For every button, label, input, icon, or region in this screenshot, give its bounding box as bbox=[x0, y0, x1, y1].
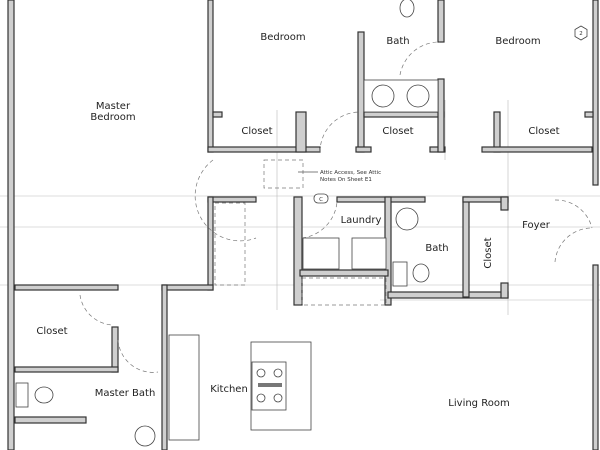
detail-tag: 2 bbox=[574, 25, 588, 41]
sink-icon bbox=[134, 425, 156, 447]
label-bedroom: Bedroom bbox=[495, 36, 540, 47]
label-living-room: Living Room bbox=[448, 398, 509, 409]
label-closet: Closet bbox=[382, 126, 413, 137]
label-bath: Bath bbox=[386, 36, 409, 47]
svg-text:2: 2 bbox=[579, 31, 583, 37]
room-labels: Bedroom Bath Bedroom Master Bedroom Clos… bbox=[36, 32, 559, 409]
attic-note-line1: Attic Access, See Attic bbox=[320, 170, 381, 176]
toilet-icon bbox=[34, 386, 54, 404]
walls bbox=[7, 0, 599, 450]
label-closet: Closet bbox=[483, 237, 494, 268]
toilet-tank bbox=[392, 261, 408, 287]
washer bbox=[302, 237, 340, 270]
door-swings bbox=[79, 41, 593, 373]
label-kitchen: Kitchen bbox=[210, 384, 248, 395]
toilet-icon bbox=[399, 0, 415, 18]
label-laundry: Laundry bbox=[341, 215, 382, 226]
toilet-tank bbox=[15, 382, 29, 408]
attic-access-hatch bbox=[263, 159, 304, 189]
label-bath: Bath bbox=[425, 243, 448, 254]
svg-text:C: C bbox=[319, 197, 323, 203]
fixtures bbox=[15, 0, 439, 447]
sink-icon bbox=[371, 84, 395, 108]
sink-icon bbox=[406, 84, 430, 108]
dryer bbox=[351, 237, 387, 270]
label-master-bedroom: Bedroom bbox=[90, 112, 135, 123]
laundry-shelf bbox=[301, 277, 387, 306]
label-foyer: Foyer bbox=[522, 220, 551, 231]
label-master-bedroom: Master bbox=[96, 101, 131, 112]
label-bedroom: Bedroom bbox=[260, 32, 305, 43]
label-master-bath: Master Bath bbox=[95, 388, 156, 399]
label-closet: Closet bbox=[528, 126, 559, 137]
kitchen-counter bbox=[168, 334, 200, 441]
label-closet: Closet bbox=[36, 326, 67, 337]
toilet-icon bbox=[412, 263, 430, 283]
sink-icon bbox=[395, 207, 419, 231]
section-tag: C bbox=[313, 193, 329, 204]
hall-cabinets bbox=[214, 202, 246, 286]
attic-note-line2: Notes On Sheet E1 bbox=[320, 177, 372, 183]
label-closet: Closet bbox=[241, 126, 272, 137]
